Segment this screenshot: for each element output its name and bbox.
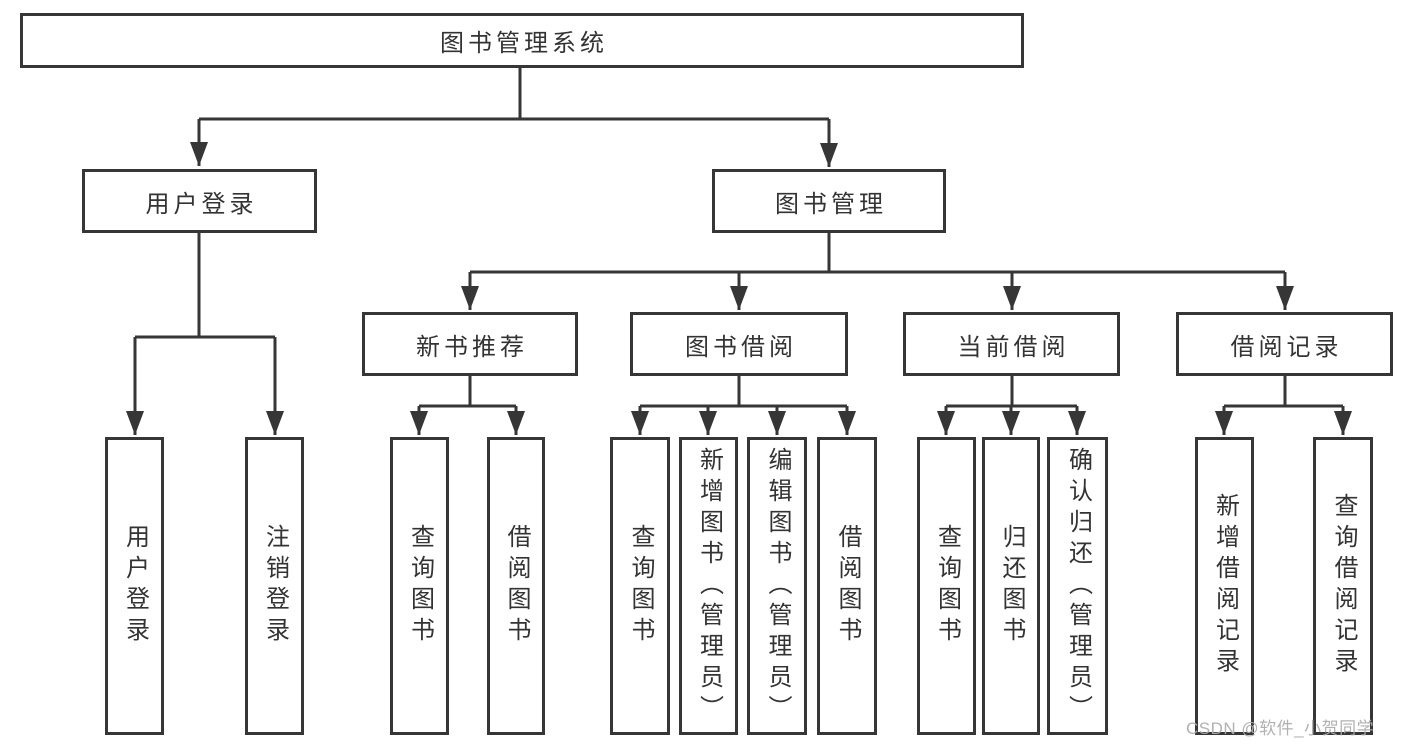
leaf-query-book-1: 查询图书	[390, 437, 449, 735]
node-book-borrow: 图书借阅	[630, 312, 848, 376]
node-label: 借阅图书	[503, 524, 530, 648]
leaf-query-book-2: 查询图书	[610, 437, 670, 735]
node-user-login: 用户登录	[82, 169, 317, 233]
leaf-add-borrow-record: 新增借阅记录	[1195, 437, 1254, 735]
node-label: 用户登录	[145, 190, 258, 218]
node-label: 借阅记录	[1230, 333, 1343, 361]
node-label: 用户登录	[121, 524, 149, 648]
node-library-management-system: 图书管理系统	[20, 13, 1024, 68]
leaf-return-book: 归还图书	[982, 437, 1040, 735]
node-new-book-recommend: 新书推荐	[362, 312, 578, 376]
node-label: 图书借阅	[685, 333, 797, 361]
node-label: 新增图书（管理员）	[695, 446, 723, 726]
node-label: 新增借阅记录	[1211, 493, 1239, 679]
node-label: 图书管理	[775, 190, 887, 218]
node-label: 图书管理系统	[440, 30, 608, 57]
node-label: 归还图书	[998, 524, 1025, 648]
node-label: 编辑图书（管理员）	[764, 446, 791, 726]
node-label: 查询借阅记录	[1330, 493, 1357, 679]
node-label: 当前借阅	[957, 333, 1070, 361]
node-label: 查询图书	[627, 524, 654, 648]
node-current-borrow: 当前借阅	[903, 312, 1120, 376]
leaf-query-book-3: 查询图书	[917, 437, 976, 735]
node-label: 新书推荐	[416, 333, 528, 361]
connector-user-login-children	[126, 233, 284, 435]
connector-book-borrow-children	[631, 375, 856, 435]
leaf-add-book-admin: 新增图书（管理员）	[679, 437, 738, 735]
connector-book-management-children	[461, 233, 1294, 310]
node-label: 查询图书	[933, 524, 961, 648]
node-label: 查询图书	[406, 524, 434, 648]
leaf-user-login: 用户登录	[105, 437, 164, 735]
leaf-edit-book-admin: 编辑图书（管理员）	[747, 437, 807, 735]
connector-current-borrow-children	[937, 375, 1086, 435]
node-borrow-records: 借阅记录	[1176, 312, 1393, 376]
connector-root-to-level2	[190, 68, 838, 167]
node-label: 借阅图书	[834, 524, 861, 648]
node-label: 确认归还（管理员）	[1064, 446, 1092, 726]
node-book-management: 图书管理	[712, 169, 946, 233]
leaf-borrow-book-2: 借阅图书	[817, 437, 877, 735]
connector-new-book-recommend-children	[410, 375, 525, 435]
watermark: CSDN @软件_小贺同学	[1186, 719, 1375, 738]
node-label: 注销登录	[261, 524, 289, 648]
leaf-query-borrow-record: 查询借阅记录	[1313, 437, 1373, 735]
leaf-logout: 注销登录	[245, 437, 304, 735]
connector-borrow-records-children	[1215, 375, 1352, 435]
leaf-confirm-return-admin: 确认归还（管理员）	[1047, 437, 1108, 735]
leaf-borrow-book-1: 借阅图书	[487, 437, 545, 735]
